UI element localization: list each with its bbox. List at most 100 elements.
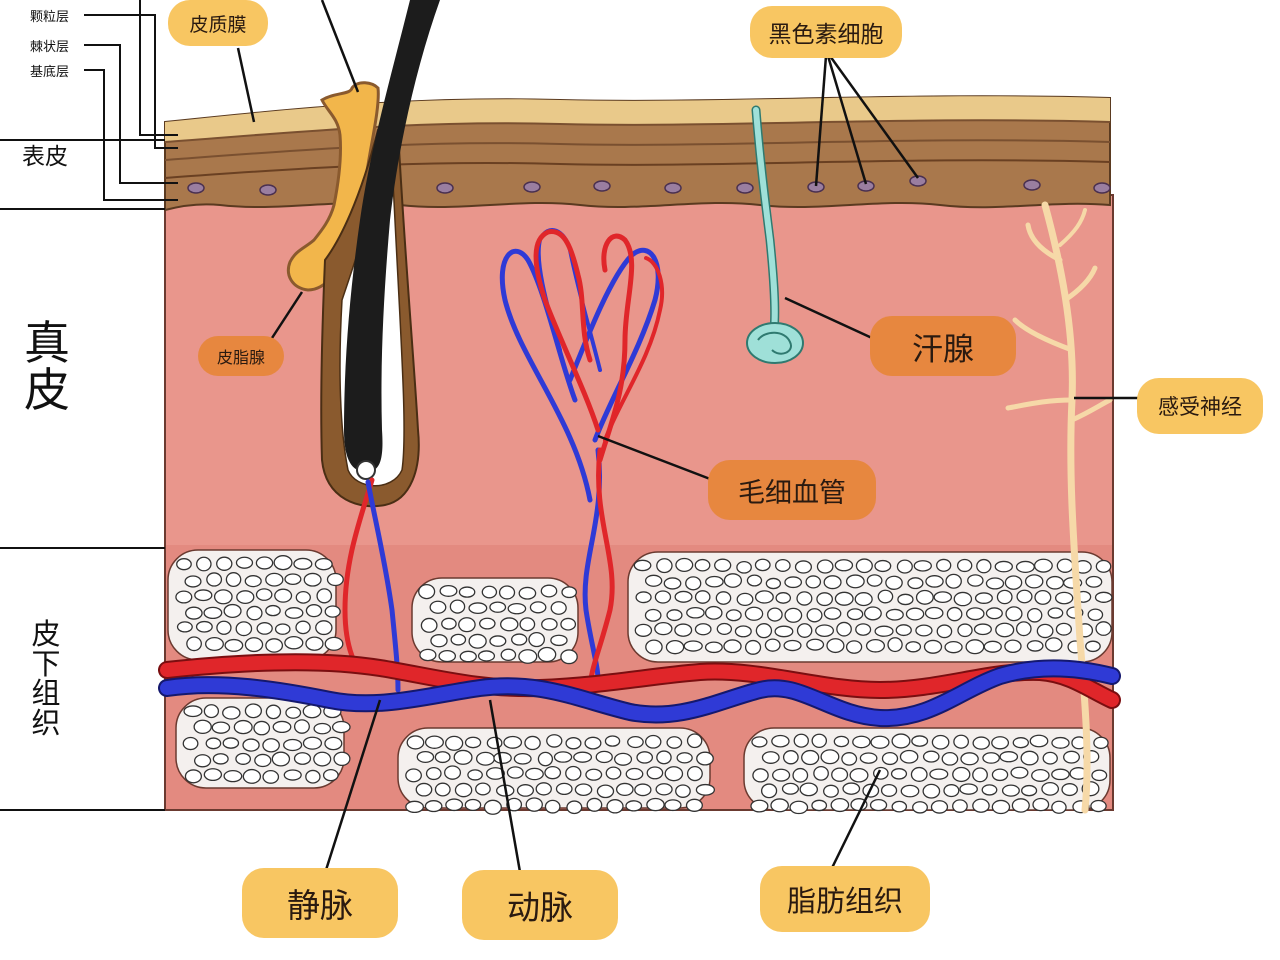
fat-cell [182, 736, 199, 751]
fat-cell [746, 574, 763, 587]
fat-cell [852, 735, 871, 749]
fat-cell [863, 606, 882, 621]
fat-cell [723, 573, 743, 588]
fat-cell [806, 608, 823, 623]
fat-cell [604, 735, 621, 747]
fat-cell [750, 799, 769, 813]
fat-cell [1047, 607, 1064, 619]
fat-cell [184, 769, 203, 784]
fat-cell [972, 767, 988, 783]
layer-pointer-lines [84, 0, 178, 201]
melanocyte-dots [187, 175, 1111, 196]
fat-cell [236, 590, 255, 605]
fat-cell [595, 750, 613, 764]
fat-cell [716, 622, 733, 636]
fat-cell [1087, 608, 1104, 622]
fat-cell [816, 559, 834, 574]
fat-cell [425, 767, 442, 781]
fat-cell [1029, 734, 1049, 748]
fat-cell [910, 766, 928, 782]
fat-cell [506, 766, 524, 779]
fat-cell [784, 576, 803, 589]
fat-cell [941, 752, 959, 766]
layer-label-basal: 基底层 [30, 65, 70, 80]
fat-cell [225, 572, 242, 588]
fat-cell [831, 767, 849, 782]
fat-cell [887, 637, 903, 653]
fat-cell [789, 800, 809, 815]
fat-cell [704, 605, 723, 620]
fat-cell [874, 559, 892, 573]
fat-cell [203, 704, 220, 719]
fat-cell [262, 769, 280, 784]
fat-cell [253, 720, 271, 736]
fat-cell [1020, 750, 1039, 766]
fat-cell [922, 750, 940, 763]
fat-cell [1036, 623, 1054, 639]
fat-cell [823, 784, 839, 798]
fat-cell [265, 638, 284, 653]
fat-cell [283, 738, 303, 752]
fat-cell [627, 735, 644, 749]
fat-cell [972, 736, 990, 750]
fat-cell [553, 751, 573, 763]
fat-cell [960, 752, 979, 766]
fat-cell [203, 606, 223, 620]
fat-cell [634, 623, 653, 637]
fat-cell [1021, 784, 1038, 797]
fat-cell [897, 593, 914, 606]
fat-cell [983, 640, 1002, 653]
fat-cell [953, 591, 973, 607]
fat-cell [924, 606, 944, 620]
fat-cell [216, 556, 233, 571]
fat-cell [765, 577, 782, 590]
fat-cell [655, 783, 673, 796]
sweat-gland [746, 105, 804, 364]
label-adipose-tissue: 脂肪组织 [760, 866, 930, 932]
fat-cell [834, 591, 854, 606]
fat-cell [675, 557, 694, 572]
fat-cell [794, 560, 813, 574]
fat-cell [223, 769, 243, 783]
fat-cell [855, 623, 872, 636]
fat-cell [754, 558, 771, 572]
fat-cell [211, 721, 231, 734]
layer-label-granular: 颗粒层 [30, 10, 70, 25]
fat-cell [544, 799, 561, 814]
fat-cell [418, 583, 436, 600]
fat-cell [944, 640, 963, 654]
fat-cell [933, 591, 953, 604]
fat-cell [540, 584, 558, 598]
fat-cell [434, 751, 451, 764]
fat-cell [764, 638, 781, 652]
fat-cell [842, 782, 861, 795]
fat-cell [445, 735, 464, 751]
fat-cell [314, 557, 333, 571]
fat-cell [324, 736, 343, 751]
fat-cell [636, 751, 654, 764]
capillary-loops [499, 228, 665, 503]
fat-cell [322, 768, 339, 782]
fat-cell [544, 766, 562, 780]
fat-cell [481, 585, 498, 599]
fat-cell [561, 586, 578, 599]
fat-cell [424, 735, 444, 749]
fat-cell [734, 625, 752, 638]
fat-cell [633, 559, 652, 572]
fat-cell [485, 767, 505, 780]
fat-cell [646, 766, 664, 780]
fat-cell [419, 648, 437, 662]
fat-cell [793, 733, 809, 748]
fat-cell [467, 769, 483, 781]
fat-cell [976, 558, 992, 574]
fat-cell [796, 591, 813, 606]
fat-cell [518, 649, 538, 664]
fat-cell [186, 636, 202, 652]
fat-cell [500, 648, 517, 662]
fat-cell [255, 588, 273, 601]
fat-cell [945, 573, 962, 589]
fat-cell [885, 608, 904, 621]
fat-cell [845, 574, 865, 589]
fat-cell [806, 638, 825, 651]
fat-cell [535, 782, 552, 796]
